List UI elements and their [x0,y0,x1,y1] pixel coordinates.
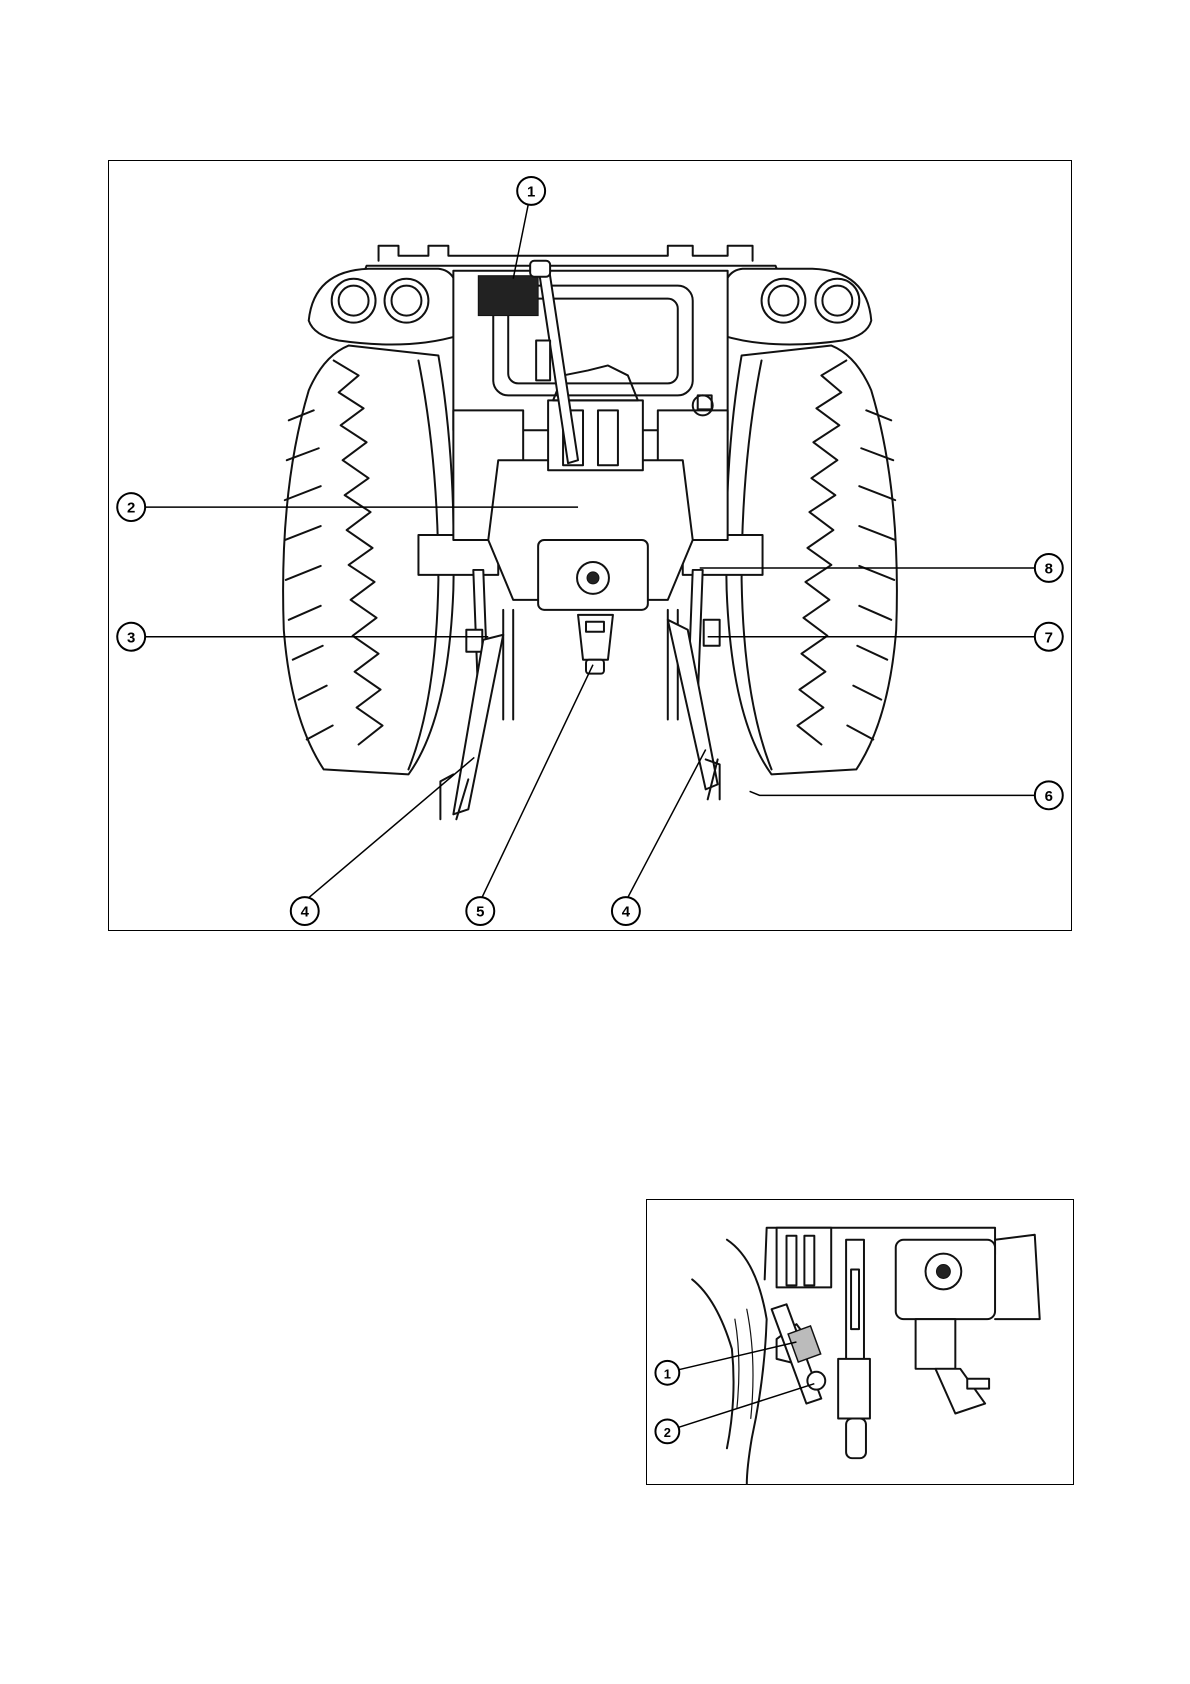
callout-number: 5 [476,904,484,921]
callout-5: 5 [466,897,494,925]
callout-2: 2 [117,493,145,521]
callout-7: 7 [1035,623,1063,651]
callout-number: 8 [1045,560,1053,577]
leader-line-1 [513,205,528,279]
callout-number: 1 [664,1366,671,1381]
detail-callout-1: 1 [655,1361,679,1385]
callout-4-left: 4 [291,897,319,925]
detail-callout-layer: 1 2 [647,1200,1073,1484]
callout-number: 3 [127,629,135,646]
callout-layer: 1 2 3 4 5 4 6 7 [109,161,1071,930]
callout-number: 1 [527,183,535,200]
leader-line-5 [480,665,593,901]
callout-8: 8 [1035,554,1063,582]
callout-number: 4 [622,904,631,921]
callout-6: 6 [1035,781,1063,809]
callout-number: 7 [1045,629,1053,646]
figure-tractor-rear-linkage: 1 2 3 4 5 4 6 7 [108,160,1072,931]
callout-4-right: 4 [612,897,640,925]
figure-linkage-detail: 1 2 [646,1199,1074,1485]
callout-number: 6 [1045,788,1053,805]
detail-leader-line-1 [678,1342,796,1370]
callout-1: 1 [517,177,545,205]
leader-line-4-right [626,749,706,901]
callout-number: 2 [127,500,135,517]
detail-callout-2: 2 [655,1419,679,1443]
callout-number: 4 [301,904,310,921]
callout-3: 3 [117,623,145,651]
leader-line-4-left [305,757,475,901]
leader-line-6 [750,791,1043,795]
detail-leader-line-2 [678,1384,814,1428]
callout-number: 2 [664,1425,671,1440]
